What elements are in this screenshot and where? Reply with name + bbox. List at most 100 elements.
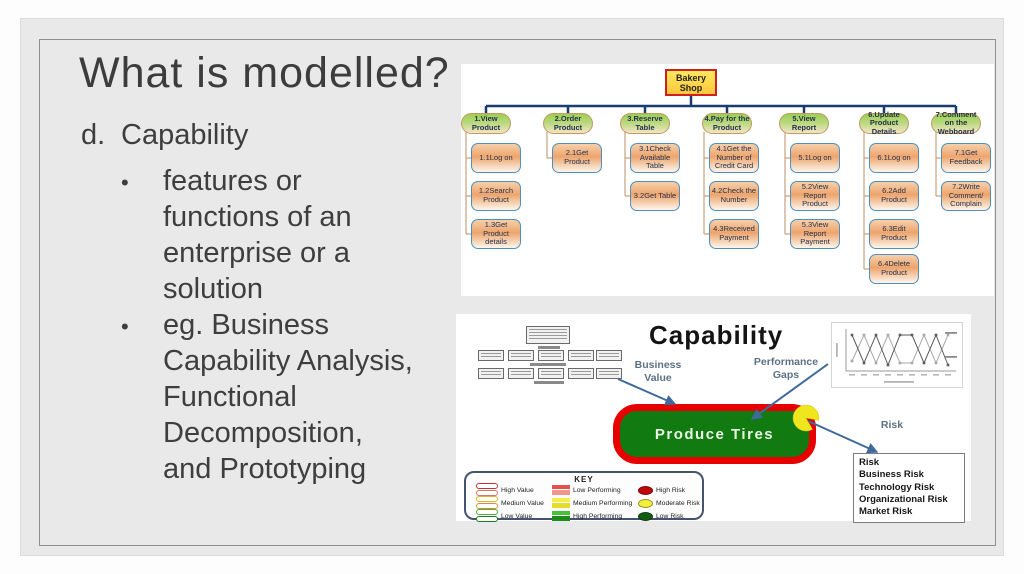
performing-swatch xyxy=(552,497,570,509)
leaf-node: 1.2Search Product xyxy=(471,181,521,211)
goal-mini-text-scribble xyxy=(529,329,567,341)
branch-node: 5.View Report xyxy=(779,113,829,134)
goal-mini-box xyxy=(478,350,504,361)
goal-mini-box xyxy=(596,350,622,361)
key-legend-item: High Value xyxy=(476,483,544,496)
branch-node: 3.Reserve Table xyxy=(620,113,670,134)
goal-mini-text-scribble xyxy=(599,371,619,376)
leaf-node: 6.3Edit Product xyxy=(869,219,919,249)
risk-callout-heading: Risk xyxy=(859,457,880,468)
branch-node: 1.View Product xyxy=(461,113,511,134)
risk-item: Market Risk xyxy=(859,506,913,518)
performing-swatch xyxy=(552,484,570,496)
swatch-bar xyxy=(552,497,570,502)
key-legend-item: High Performing xyxy=(552,510,632,522)
list-item-letter: d. xyxy=(81,119,106,151)
leaf-node: 1.3Get Product details xyxy=(471,219,521,249)
bullet-marker: • xyxy=(121,170,129,195)
bakery-root-node: Bakery Shop xyxy=(665,69,717,96)
goal-mini-text-scribble xyxy=(481,353,501,358)
risk-swatch xyxy=(638,511,653,521)
swatch-bar xyxy=(552,490,570,495)
list-item-title: Capability xyxy=(121,119,249,151)
leaf-node: 1.1Log on xyxy=(471,143,521,173)
risk-item: Technology Risk xyxy=(859,481,935,493)
key-legend-item: Medium Value xyxy=(476,496,544,510)
branch-node: 7.Comment on the Webboard xyxy=(931,111,981,135)
pacman-risk-indicator-icon xyxy=(792,404,820,432)
swatch-pill xyxy=(476,490,498,496)
risk-item: Organizational Risk xyxy=(859,494,948,506)
swatch-bar xyxy=(552,503,570,508)
swatch-bar xyxy=(552,510,570,515)
risk-swatch xyxy=(638,498,653,508)
leaf-node: 5.1Log on xyxy=(790,143,840,173)
key-legend-title: KEY xyxy=(574,475,594,484)
risk-item: Business Risk xyxy=(859,469,924,481)
swatch-bar xyxy=(552,516,570,521)
swatch-pill xyxy=(476,503,498,509)
branch-node: 6.Update Product Details xyxy=(859,111,909,135)
performing-swatch xyxy=(552,510,570,522)
key-item-label: Low Risk xyxy=(656,512,684,520)
leaf-node: 6.1Log on xyxy=(869,143,919,173)
key-legend-item: High Risk xyxy=(638,484,700,496)
swatch-pill xyxy=(476,516,498,522)
risk-label: Risk xyxy=(880,419,904,431)
leaf-node: 4.1Get the Number of Credit Card xyxy=(709,143,759,173)
capability-diagram-title: Capability xyxy=(649,320,784,350)
key-legend-item: Low Value xyxy=(476,509,544,523)
leaf-node: 3.2Get Table xyxy=(630,181,680,211)
performance-gaps-mini-chart xyxy=(831,322,963,388)
goal-mini-caption-bar xyxy=(538,346,560,349)
goal-mini-box xyxy=(596,368,622,379)
leaf-node: 6.2Add Product xyxy=(869,181,919,211)
branch-node: 4.Pay for the Product xyxy=(702,113,752,134)
leaf-node: 5.2View Report Product xyxy=(790,181,840,211)
goal-mini-text-scribble xyxy=(571,371,591,376)
value-swatch xyxy=(476,509,498,523)
swatch-bar xyxy=(552,484,570,489)
key-item-label: Low Performing xyxy=(573,486,621,494)
goal-mini-box xyxy=(508,350,534,361)
branch-node: 2.Order Product xyxy=(543,113,593,134)
goal-mini-box xyxy=(526,326,570,344)
key-item-label: High Risk xyxy=(656,486,686,494)
business-value-label: Business Value xyxy=(634,359,682,385)
slide-title: What is modelled? xyxy=(79,49,450,97)
value-swatch xyxy=(476,496,498,510)
goal-mini-box xyxy=(568,368,594,379)
goal-mini-text-scribble xyxy=(511,371,531,376)
risk-swatch xyxy=(638,485,653,495)
leaf-node: 4.2Check the Number xyxy=(709,181,759,211)
key-item-label: Low Value xyxy=(501,512,533,520)
goal-mini-box xyxy=(568,350,594,361)
goal-mini-caption-bar xyxy=(534,381,564,384)
goal-mini-text-scribble xyxy=(481,371,501,376)
bullet-marker: • xyxy=(121,314,129,339)
performance-gaps-label: Performance Gaps xyxy=(753,356,819,382)
goal-mini-box xyxy=(478,368,504,379)
leaf-node: 5.3View Report Payment xyxy=(790,219,840,249)
key-item-label: Medium Performing xyxy=(573,499,633,507)
relationship-arrows xyxy=(617,363,879,454)
leaf-node: 6.4Delete Product xyxy=(869,254,919,284)
capability-diagram: Capability Business Value Performance Ga… xyxy=(456,314,971,523)
slide-inner-frame xyxy=(39,39,996,546)
goal-mini-text-scribble xyxy=(571,353,591,358)
key-legend-item: Moderate Risk xyxy=(638,497,700,509)
key-item-label: High Performing xyxy=(573,512,623,520)
swatch-pill xyxy=(476,509,498,515)
leaf-node: 4.3Received Payment xyxy=(709,219,759,249)
functional-decomposition-diagram: 1.View Product 1.1Log on 1.2Search Product… xyxy=(461,64,994,296)
